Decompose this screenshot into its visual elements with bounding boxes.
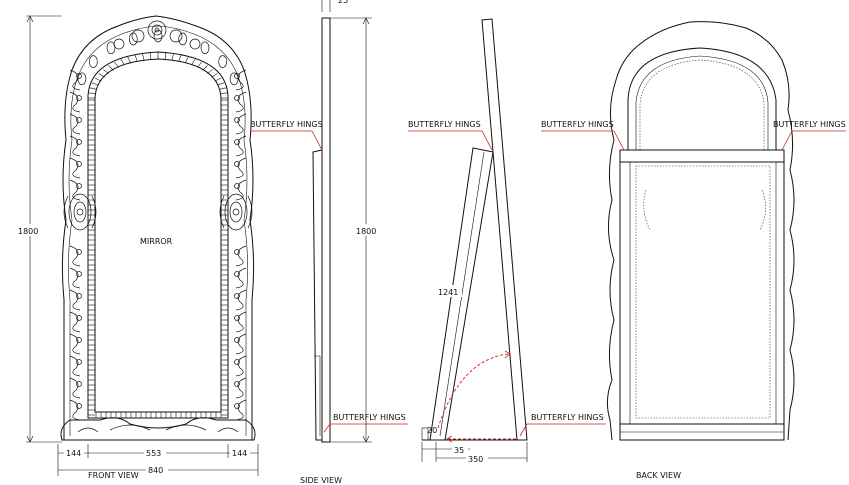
side-height-dimension: 1800 xyxy=(356,227,376,236)
left-border-dimension: 144 xyxy=(66,449,81,458)
front-carving xyxy=(69,29,247,421)
back-view: BUTTERFLY HINGS BUTTERFLY HINGS BACK VIE… xyxy=(541,21,846,480)
top-thickness-dimension: 25 xyxy=(338,0,348,5)
mirror-label: MIRROR xyxy=(140,237,173,246)
front-view: MIRROR 1800 144 553 144 840 FRONT VIEW xyxy=(16,15,259,480)
side-view-title: SIDE VIEW xyxy=(300,476,342,485)
mirror-width-dimension: 553 xyxy=(146,449,161,458)
stand-view: BUTTERFLY HINGS BUTTERFLY HINGS 1241 20 … xyxy=(408,18,606,464)
front-base-scroll xyxy=(60,417,256,441)
hinge-back-right-label: BUTTERFLY HINGS xyxy=(773,120,846,129)
left-medallion-icon xyxy=(63,193,97,231)
swing-arc xyxy=(437,353,509,429)
side-view: 25 BUTTERFLY HINGS BUTTERFLY HINGS 1800 … xyxy=(250,0,408,485)
base-offset-dimension: 35 xyxy=(454,446,464,455)
back-silhouette xyxy=(606,21,795,441)
mirror-bead-ticks xyxy=(88,52,228,418)
right-medallion-icon xyxy=(219,193,253,231)
front-mirror-border xyxy=(87,51,229,419)
side-board xyxy=(321,17,331,443)
base-width-dimension: 350 xyxy=(468,455,483,464)
total-width-dimension: 840 xyxy=(148,466,163,475)
hinge-back-left-label: BUTTERFLY HINGS xyxy=(541,120,614,129)
back-frame xyxy=(619,149,785,441)
front-view-title: FRONT VIEW xyxy=(88,471,139,480)
front-mirror-glass xyxy=(94,58,222,413)
hinge-stand-bottom-label: BUTTERFLY HINGS xyxy=(531,413,604,422)
right-border-dimension: 144 xyxy=(232,449,247,458)
base-small-dimension: 20 xyxy=(427,426,437,435)
hinge-side-top-label: BUTTERFLY HINGS xyxy=(250,120,323,129)
hinge-side-bottom-label: BUTTERFLY HINGS xyxy=(333,413,406,422)
hinge-stand-top-label: BUTTERFLY HINGS xyxy=(408,120,481,129)
front-frame-outline xyxy=(61,15,255,441)
front-frame-contour xyxy=(68,25,248,436)
leg-length-dimension: 1241 xyxy=(438,288,458,297)
stand-board xyxy=(481,18,528,441)
back-view-title: BACK VIEW xyxy=(636,471,681,480)
front-height-dimension: 1800 xyxy=(18,227,38,236)
back-arch xyxy=(627,47,777,150)
crown-flower-icon xyxy=(113,20,201,50)
side-leg xyxy=(312,149,323,441)
